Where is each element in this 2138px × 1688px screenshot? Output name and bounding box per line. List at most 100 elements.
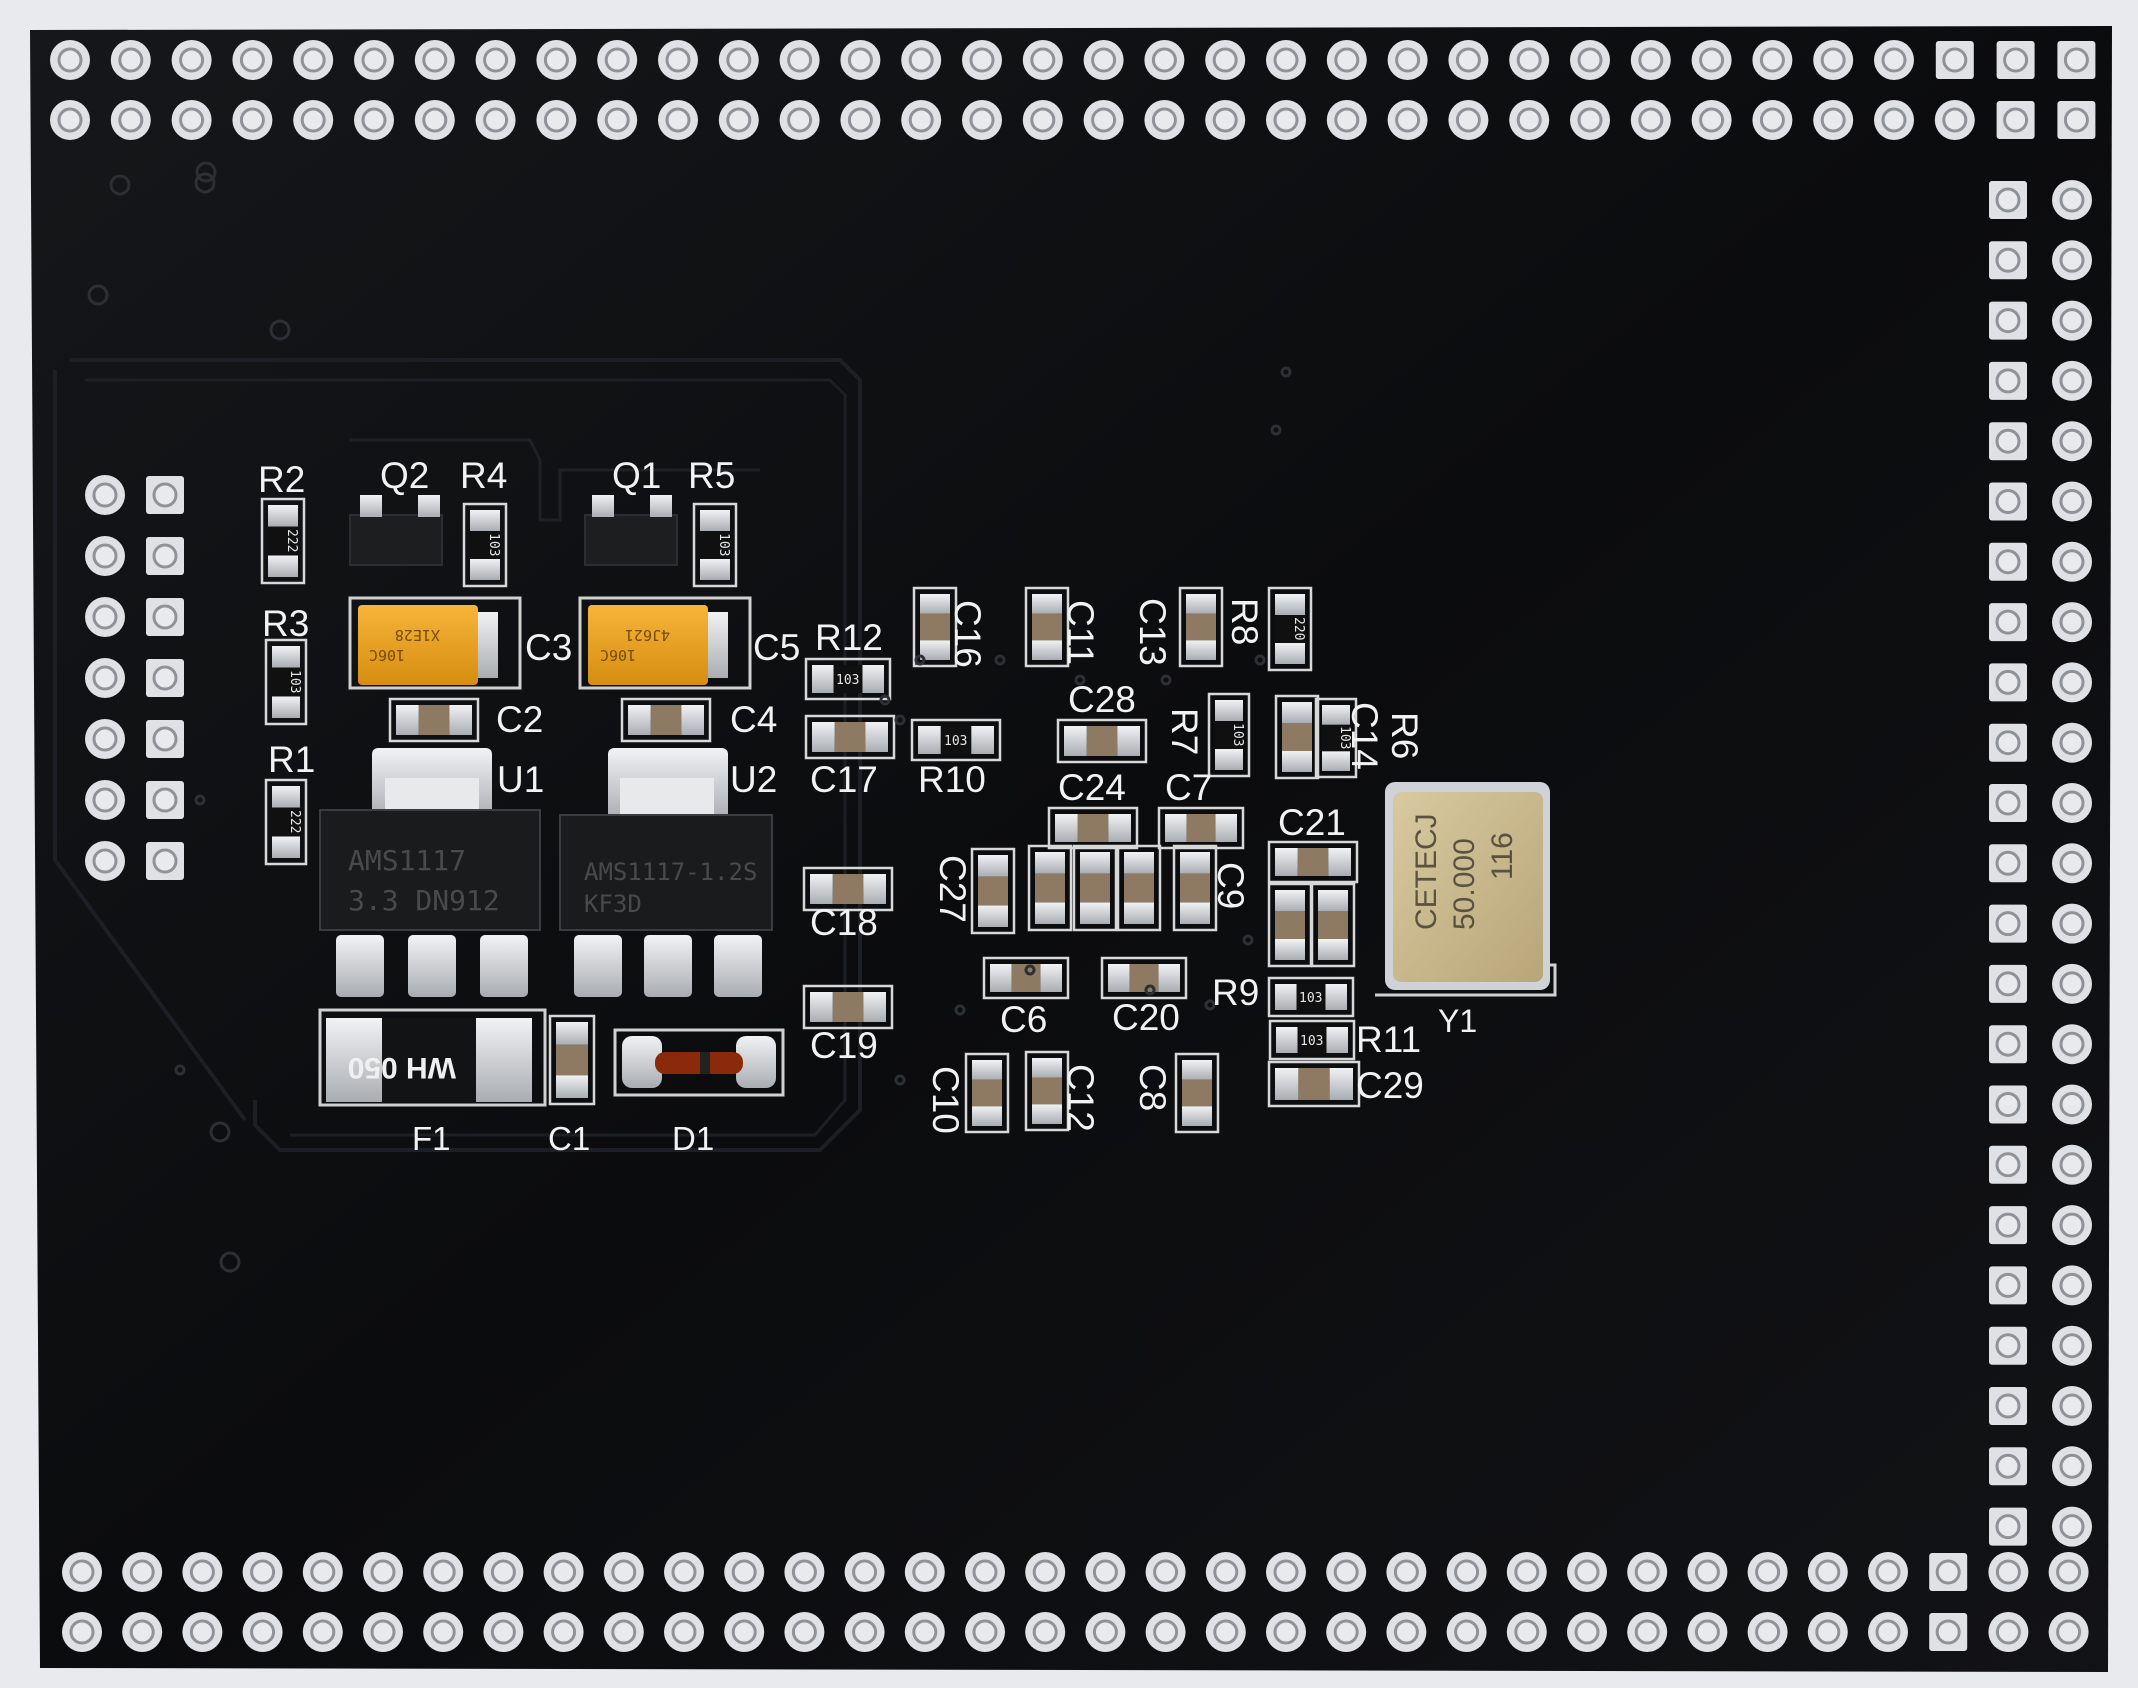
header-hole-top <box>414 100 455 140</box>
svg-text:222: 222 <box>284 529 299 552</box>
header-hole-right <box>1989 482 2027 521</box>
silk-c7: C7 <box>1165 767 1212 808</box>
header-hole-bottom <box>363 1612 403 1652</box>
header-hole-bottom <box>302 1552 343 1592</box>
header-hole-top <box>475 100 516 140</box>
header-hole-top <box>1509 40 1550 80</box>
header-hole-top <box>1813 100 1854 140</box>
header-hole-bottom <box>1747 1612 1788 1652</box>
header-hole-top <box>110 40 151 80</box>
header-hole-bottom <box>1627 1552 1668 1592</box>
header-hole-bottom <box>1386 1552 1427 1592</box>
silkscreen-labels: R2 Q2 R4 Q1 R5 R3 C3 C5 R12 C16 C11 C13 … <box>258 455 1477 1157</box>
header-hole-right <box>2052 662 2092 703</box>
svg-text:103: 103 <box>287 670 302 693</box>
header-hole-top <box>1266 100 1306 140</box>
via <box>879 694 891 706</box>
header-hole-top <box>1387 40 1428 80</box>
header-hole-right <box>2052 360 2092 401</box>
silk-r10: R10 <box>918 759 986 800</box>
svg-text:103: 103 <box>716 533 731 556</box>
header-hole-bottom <box>302 1612 343 1652</box>
capacitor-c27d <box>1116 844 1162 932</box>
capacitor-c27c <box>1072 844 1118 932</box>
header-hole-bottom <box>1085 1612 1126 1652</box>
header-hole-right <box>1989 904 2027 943</box>
capacitor-c28 <box>1056 718 1148 764</box>
silk-c13: C13 <box>1132 598 1173 666</box>
silk-r2: R2 <box>258 459 305 500</box>
silk-c12: C12 <box>1060 1064 1101 1132</box>
header-hole-top <box>718 100 759 140</box>
resistor-r10: 103 <box>910 718 1002 762</box>
svg-text:220: 220 <box>1291 617 1306 640</box>
header-hole-right <box>1989 181 2027 219</box>
silk-r11: R11 <box>1356 1019 1421 1060</box>
header-hole-right <box>2052 481 2092 522</box>
via <box>1074 674 1086 686</box>
header-hole-right <box>2052 602 2092 643</box>
silk-r4: R4 <box>460 455 507 496</box>
via <box>1024 964 1036 976</box>
silk-r1: R1 <box>268 739 315 780</box>
header-hole-right <box>2052 1205 2092 1246</box>
svg-text:103: 103 <box>944 734 967 749</box>
header-hole-right <box>1989 422 2027 461</box>
header-hole-bottom <box>1266 1552 1306 1592</box>
svg-text:103: 103 <box>1230 723 1245 746</box>
header-hole-bottom <box>1025 1612 1066 1652</box>
header-hole-top <box>1996 101 2035 139</box>
header-hole-bottom <box>122 1552 163 1592</box>
header-hole-top <box>1205 100 1246 140</box>
header-hole-right <box>2052 1386 2092 1426</box>
header-hole-bottom <box>1929 1553 1968 1591</box>
header-hole-top <box>1630 40 1671 80</box>
via <box>87 284 109 306</box>
capacitor-c27a <box>970 847 1016 935</box>
header-hole-top <box>1266 40 1306 80</box>
header-hole-bottom <box>784 1552 825 1592</box>
header-hole-top <box>1813 40 1854 80</box>
header-hole-bottom <box>724 1612 765 1652</box>
header-hole-top <box>354 40 394 80</box>
header-hole-top <box>354 100 394 140</box>
header-hole-right <box>2052 1144 2092 1185</box>
header-hole-bottom <box>1266 1612 1306 1652</box>
silk-c11: C11 <box>1060 600 1101 665</box>
silk-c1: C1 <box>548 1120 590 1157</box>
header-hole-left <box>85 841 125 881</box>
header-hole-top <box>901 40 942 80</box>
silk-c21: C21 <box>1278 802 1346 843</box>
resistor-r8: 220 <box>1267 586 1313 672</box>
header-hole-top <box>1570 100 1610 140</box>
capacitor-c9 <box>1172 844 1218 932</box>
capacitor-c18 <box>802 866 894 912</box>
header-hole-top <box>962 40 1002 80</box>
header-hole-right <box>1989 1025 2027 1064</box>
header-hole-bottom <box>483 1612 524 1652</box>
header-hole-left <box>146 476 184 514</box>
silk-d1: D1 <box>672 1120 714 1157</box>
header-hole-left <box>85 719 125 759</box>
header-hole-bottom <box>62 1552 102 1592</box>
header-hole-bottom <box>1807 1552 1848 1592</box>
silk-r7: R7 <box>1164 708 1205 755</box>
header-hole-right <box>2052 903 2092 944</box>
header-hole-left <box>85 536 125 576</box>
header-hole-bottom <box>664 1612 704 1652</box>
header-hole-top <box>293 100 334 140</box>
resistor-r1: 222 <box>264 778 308 866</box>
header-hole-left <box>146 781 184 819</box>
header-hole-right <box>2052 722 2092 763</box>
header-hole-top <box>232 100 273 140</box>
silk-c19: C19 <box>810 1025 878 1066</box>
header-hole-bottom <box>844 1612 885 1652</box>
via <box>174 1064 186 1076</box>
header-hole-top <box>171 40 212 80</box>
header-hole-bottom <box>1145 1612 1186 1652</box>
header-hole-right <box>2052 963 2092 1004</box>
svg-text:222: 222 <box>287 810 302 833</box>
header-hole-right <box>2052 240 2092 281</box>
header-hole-left <box>85 475 125 515</box>
silk-u1: U1 <box>497 759 544 800</box>
